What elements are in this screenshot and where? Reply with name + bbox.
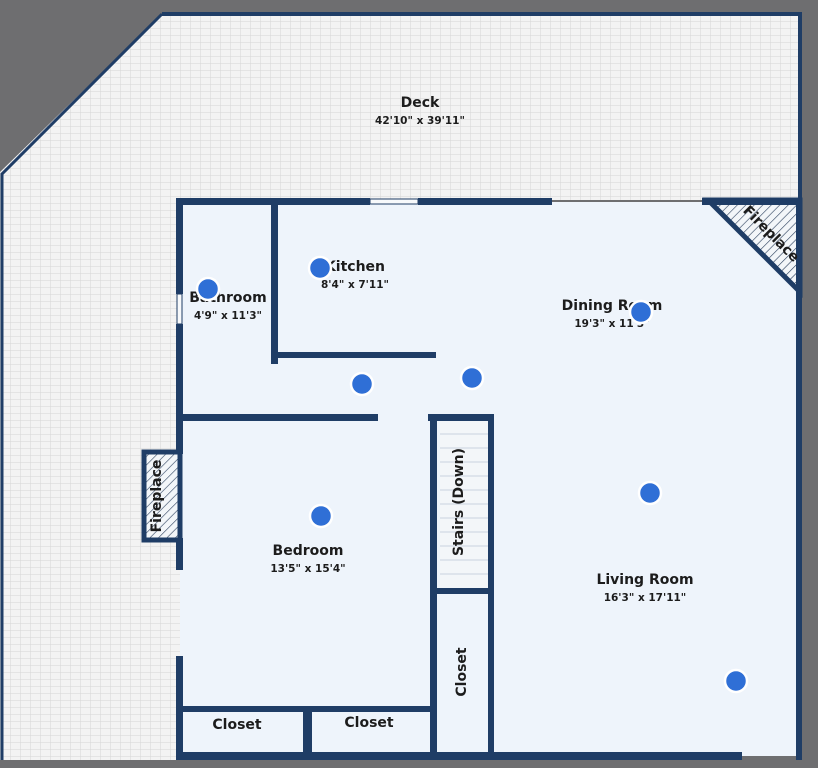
marker-kitchen[interactable] [307, 255, 333, 281]
markers [195, 255, 749, 694]
kitchen-label: Kitchen 8'4" x 7'11" [321, 259, 389, 291]
deck-area [0, 14, 800, 760]
bedroom-dims: 13'5" x 15'4" [270, 563, 345, 575]
dining-dims: 19'3" x 11'3" [574, 318, 649, 330]
living-dims: 16'3" x 17'11" [604, 592, 687, 604]
deck-border [162, 12, 802, 200]
marker-living-1[interactable] [637, 480, 663, 506]
closet-stair-label: Closet [454, 647, 470, 697]
kitchen-name: Kitchen [325, 259, 385, 275]
bedroom-label: Bedroom 13'5" x 15'4" [270, 543, 345, 575]
living-name: Living Room [596, 572, 693, 588]
marker-living-2[interactable] [723, 668, 749, 694]
fireplace-left-hatch [146, 454, 178, 538]
bathroom-dims: 4'9" x 11'3" [194, 310, 262, 322]
kitchen-dims: 8'4" x 7'11" [321, 279, 389, 291]
fireplace-left-label: Fireplace [149, 460, 165, 533]
walls [176, 198, 802, 760]
marker-dining[interactable] [628, 299, 654, 325]
marker-hall-2[interactable] [459, 365, 485, 391]
closet-mid-label: Closet [344, 715, 394, 731]
living-label: Living Room 16'3" x 17'11" [596, 572, 693, 604]
marker-bathroom[interactable] [195, 276, 221, 302]
closet-left-label: Closet [212, 717, 262, 733]
marker-bedroom[interactable] [308, 503, 334, 529]
deck-edge [0, 12, 164, 760]
deck-dims: 42'10" x 39'11" [375, 115, 465, 127]
fireplace-left-outline [141, 449, 183, 543]
stairs-label: Stairs (Down) [451, 448, 467, 556]
deck-label: Deck 42'10" x 39'11" [375, 95, 465, 127]
stairs-treads [440, 420, 490, 588]
bedroom-name: Bedroom [273, 543, 344, 559]
marker-hall-1[interactable] [349, 371, 375, 397]
deck-name: Deck [401, 95, 440, 111]
